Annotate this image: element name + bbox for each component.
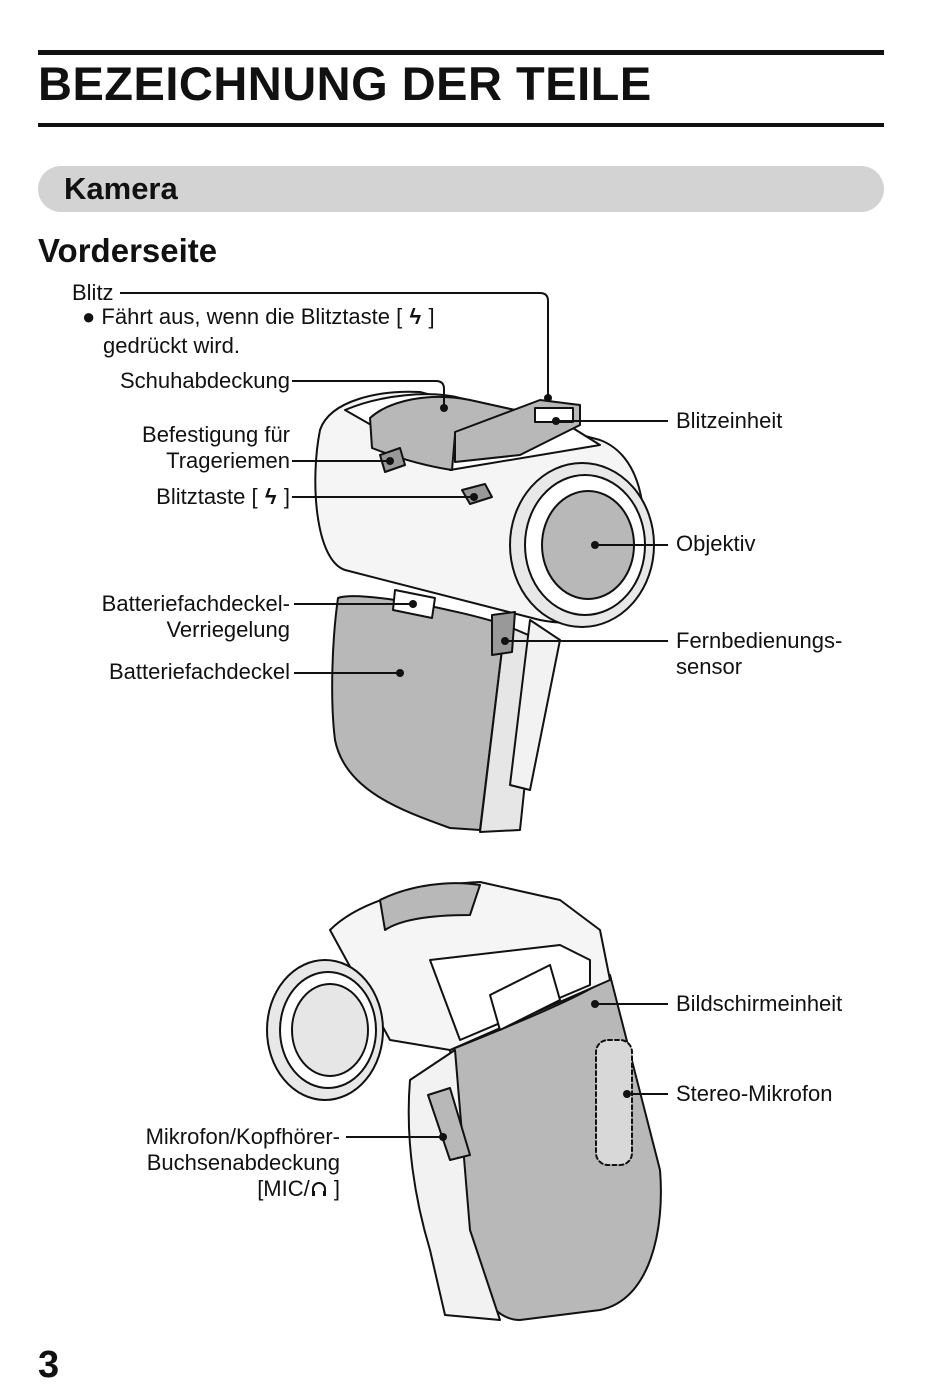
batt-verr-line1: Batteriefachdeckel- bbox=[101, 591, 290, 616]
mic-close: ] bbox=[333, 1176, 340, 1201]
battery-cover-shape bbox=[331, 595, 506, 831]
leader-blitz bbox=[120, 292, 549, 398]
label-batteriefachdeckel-verriegelung: Batteriefachdeckel- Verriegelung bbox=[102, 591, 290, 643]
stereo-mic-grille bbox=[595, 1039, 633, 1166]
label-fernbedienungssensor: Fernbedienungs- sensor bbox=[676, 628, 842, 680]
befestigung-line1: Befestigung für bbox=[142, 422, 290, 447]
blitzeinheit-text: Blitzeinheit bbox=[676, 408, 783, 433]
blitz-note-line1: Fährt aus, wenn die Blitztaste [ bbox=[101, 304, 403, 329]
label-schuhabdeckung: Schuhabdeckung bbox=[120, 368, 290, 394]
blitz-note-bracket: ] bbox=[428, 304, 435, 329]
batteriefachdeckel-text: Batteriefachdeckel bbox=[109, 659, 290, 684]
batt-verr-line2: Verriegelung bbox=[166, 617, 290, 642]
page-title: BEZEICHNUNG DER TEILE bbox=[38, 57, 652, 110]
label-stereo-mikrofon: Stereo-Mikrofon bbox=[676, 1081, 833, 1107]
label-blitz-note: ● Fährt aus, wenn die Blitztaste [ ϟ ] bbox=[82, 304, 435, 330]
mic-open: [MIC/ bbox=[257, 1176, 310, 1201]
fernbedienung-line1: Fernbedienungs- bbox=[676, 628, 843, 653]
title-underline bbox=[38, 123, 884, 127]
flash-icon: ϟ bbox=[409, 304, 422, 329]
label-blitztaste: Blitztaste [ ϟ ] bbox=[156, 484, 290, 510]
blitztaste-bracket: ] bbox=[283, 484, 290, 509]
blitztaste-text: Blitztaste [ bbox=[156, 484, 258, 509]
label-objektiv: Objektiv bbox=[676, 531, 755, 557]
page-number: 3 bbox=[38, 1344, 60, 1386]
label-blitz-text: Blitz bbox=[72, 280, 114, 305]
fernbedienung-line2: sensor bbox=[676, 654, 743, 679]
bildschirmeinheit-text: Bildschirmeinheit bbox=[676, 991, 843, 1016]
label-batteriefachdeckel: Batteriefachdeckel bbox=[109, 659, 290, 685]
schuhabdeckung-text: Schuhabdeckung bbox=[119, 368, 290, 393]
label-befestigung: Befestigung für Trageriemen bbox=[142, 422, 290, 474]
label-blitz: Blitz bbox=[72, 280, 114, 306]
flash-icon: ϟ bbox=[264, 484, 277, 509]
mikrofon-line3: [MIC/ ] bbox=[146, 1176, 340, 1202]
top-rule bbox=[38, 50, 884, 55]
label-blitz-note-2: gedrückt wird. bbox=[103, 333, 240, 359]
label-mikrofon-buchse: Mikrofon/Kopfhörer- Buchsenabdeckung [MI… bbox=[146, 1124, 340, 1202]
leader-schuhabdeckung bbox=[292, 380, 445, 408]
label-bildschirmeinheit: Bildschirmeinheit bbox=[676, 991, 842, 1017]
bullet-icon: ● bbox=[82, 304, 96, 329]
section-bar: Kamera bbox=[38, 166, 884, 212]
grip2 bbox=[407, 1049, 501, 1321]
befestigung-line2: Trageriemen bbox=[166, 448, 290, 473]
subheading: Vorderseite bbox=[38, 232, 218, 269]
mikrofon-line1: Mikrofon/Kopfhörer- bbox=[145, 1124, 340, 1149]
screen-arm bbox=[509, 619, 561, 791]
objektiv-text: Objektiv bbox=[676, 531, 756, 556]
mikrofon-line2: Buchsenabdeckung bbox=[146, 1150, 340, 1175]
section-label: Kamera bbox=[64, 171, 178, 206]
blitz-note-line2: gedrückt wird. bbox=[103, 333, 240, 358]
headphone-icon bbox=[310, 1176, 328, 1201]
stereo-mikrofon-text: Stereo-Mikrofon bbox=[676, 1081, 833, 1106]
label-blitzeinheit: Blitzeinheit bbox=[676, 408, 782, 434]
